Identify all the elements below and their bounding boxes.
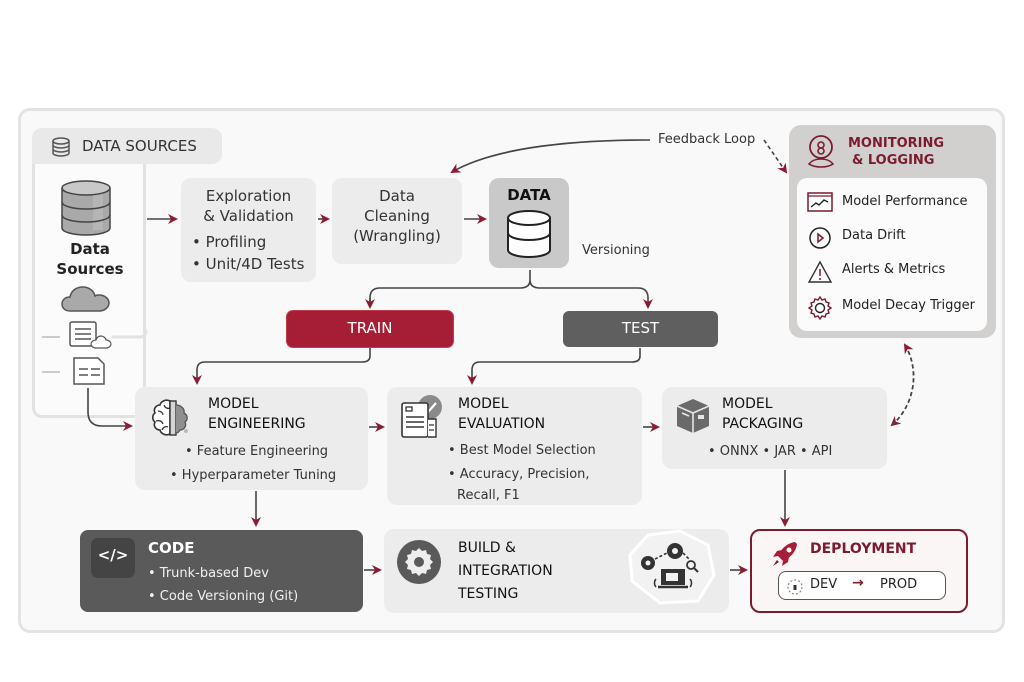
warning-icon bbox=[807, 260, 833, 283]
deployment-to-env: PROD bbox=[880, 577, 918, 592]
data-store-title: DATA bbox=[507, 186, 551, 204]
cleaning-title-line2: Cleaning bbox=[364, 207, 430, 225]
code-icon-background bbox=[91, 538, 135, 578]
data-sources-header bbox=[32, 128, 222, 164]
test-label: TEST bbox=[621, 319, 660, 337]
test-node bbox=[563, 311, 718, 347]
model-engineering-bullet: • Feature Engineering bbox=[185, 444, 329, 459]
monitoring-item-alerts-metrics: Alerts & Metrics bbox=[842, 262, 946, 277]
cloud-icon bbox=[61, 286, 110, 312]
build-title-line2: INTEGRATION bbox=[458, 563, 553, 579]
model-engineering-bullet: • Hyperparameter Tuning bbox=[170, 468, 337, 483]
document-icon bbox=[73, 357, 105, 385]
data-sources-header-label: DATA SOURCES bbox=[82, 137, 197, 155]
versioning-annotation: Versioning bbox=[582, 243, 650, 258]
database-stack-icon bbox=[52, 137, 70, 157]
model-evaluation-title-line2: EVALUATION bbox=[458, 416, 546, 432]
model-evaluation-bullet: • Best Model Selection bbox=[448, 443, 596, 458]
data-cleaning-box bbox=[332, 178, 462, 264]
model-evaluation-bullet: • Accuracy, Precision, bbox=[448, 467, 590, 482]
data-sources-label: Data Sources bbox=[56, 240, 124, 278]
monitoring-item-model-decay-trigger: Model Decay Trigger bbox=[842, 298, 975, 313]
dev-to-prod-pill bbox=[778, 571, 946, 600]
exploration-title: Exploration & Validation bbox=[181, 186, 316, 226]
rocket-icon bbox=[773, 542, 797, 566]
build-title-line1: BUILD & bbox=[458, 540, 516, 556]
gear-icon bbox=[397, 540, 441, 584]
arrow-right-icon: → bbox=[852, 575, 864, 591]
code-brackets-icon: </> bbox=[97, 546, 129, 564]
code-title: CODE bbox=[148, 539, 195, 557]
model-packaging-formats: • ONNX • JAR • API bbox=[708, 444, 833, 459]
deployment-from-env: DEV bbox=[810, 577, 838, 592]
exploration-bullet: • Profiling bbox=[192, 233, 267, 251]
exploration-title-line1: Exploration bbox=[205, 187, 292, 205]
monitoring-title-line2: & LOGGING bbox=[852, 153, 935, 168]
database-icon bbox=[507, 210, 551, 259]
cleaning-title-line3: (Wrangling) bbox=[353, 227, 441, 245]
webcam-monitor-icon bbox=[807, 135, 835, 168]
exploration-bullet: • Unit/4D Tests bbox=[192, 255, 305, 273]
play-circle-icon bbox=[809, 227, 831, 249]
model-evaluation-bullet-continued: Recall, F1 bbox=[457, 488, 520, 503]
feedback-loop-label: Feedback Loop bbox=[658, 132, 756, 147]
chart-icon bbox=[807, 192, 833, 212]
report-check-icon bbox=[401, 395, 442, 438]
model-engineering-title-line1: MODEL bbox=[208, 396, 259, 412]
train-node bbox=[287, 311, 453, 347]
monitoring-title-line1: MONITORING bbox=[848, 136, 945, 151]
deployment-title: DEPLOYMENT bbox=[810, 541, 917, 557]
automated-testing-icon bbox=[628, 529, 716, 605]
model-engineering-title-line2: ENGINEERING bbox=[208, 416, 306, 432]
data-cleaning-title: Data Cleaning (Wrangling) bbox=[332, 186, 462, 246]
build-title-line3: TESTING bbox=[458, 586, 519, 602]
exploration-title-line2: & Validation bbox=[203, 207, 294, 225]
document-cloud-icon bbox=[69, 321, 112, 349]
brain-icon bbox=[151, 399, 188, 436]
model-packaging-title-line1: MODEL bbox=[722, 396, 773, 412]
exploration-validation-box bbox=[181, 178, 316, 282]
cleaning-title-line1: Data bbox=[379, 187, 415, 205]
code-bullet: • Code Versioning (Git) bbox=[148, 589, 299, 604]
package-box-icon bbox=[676, 399, 710, 433]
database-icon bbox=[61, 180, 111, 236]
train-label: TRAIN bbox=[347, 319, 393, 337]
code-bullet: • Trunk-based Dev bbox=[148, 566, 269, 581]
model-evaluation-title-line1: MODEL bbox=[458, 396, 509, 412]
gear-icon bbox=[807, 295, 833, 321]
monitoring-item-data-drift: Data Drift bbox=[842, 228, 906, 243]
monitoring-item-model-performance: Model Performance bbox=[842, 194, 968, 209]
model-packaging-title-line2: PACKAGING bbox=[722, 416, 804, 432]
environment-icon bbox=[787, 579, 803, 595]
